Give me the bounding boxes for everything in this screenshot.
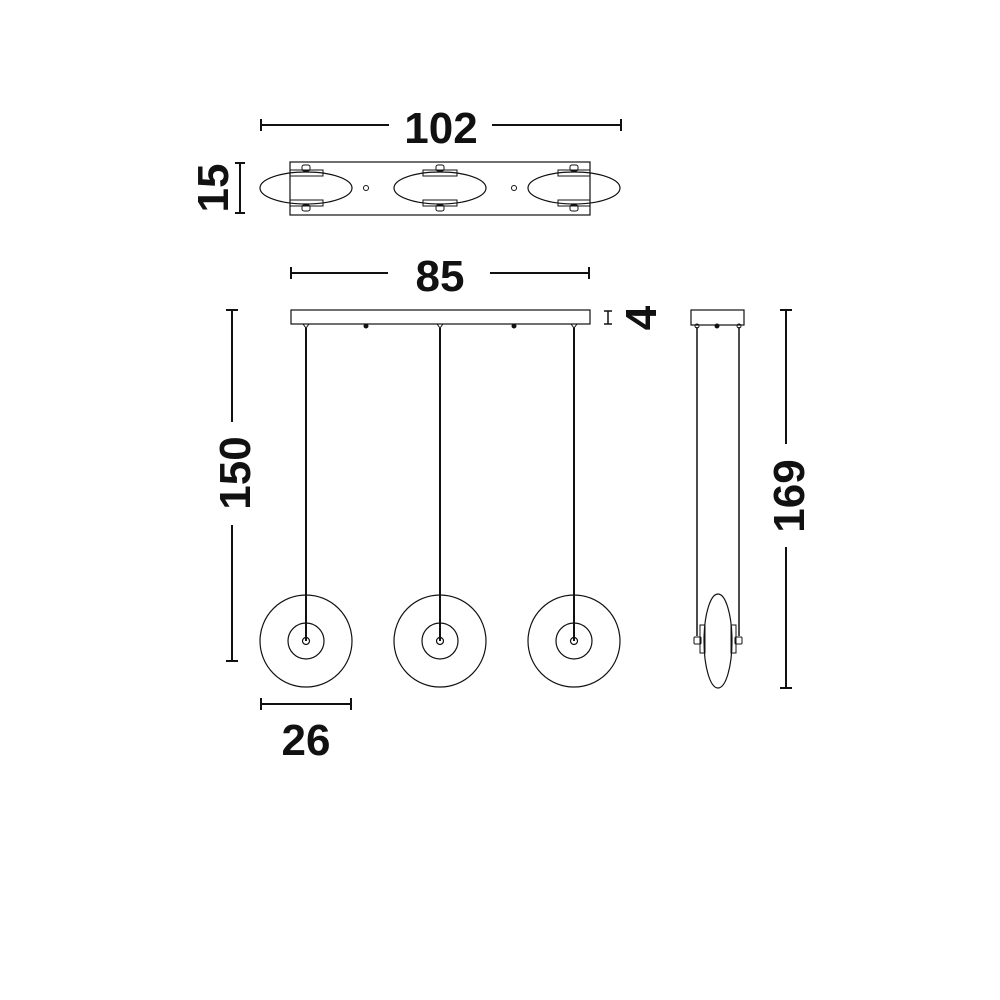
front-view: 85 4 150 [211, 252, 666, 765]
side-view: 169 [690, 309, 814, 689]
dimension-shade-diameter: 26 [260, 698, 352, 765]
shade-top-3 [527, 164, 621, 212]
pendant-3 [527, 323, 621, 688]
pendant-2 [393, 323, 487, 688]
label-total-height: 169 [765, 459, 814, 532]
dimension-canopy-height: 4 [604, 305, 666, 330]
label-canopy-width: 85 [416, 252, 465, 301]
top-view: 102 15 [189, 104, 622, 216]
label-drop-height: 150 [211, 436, 260, 509]
dimension-depth: 15 [189, 162, 245, 214]
canopy-front [290, 309, 591, 325]
dimension-drop-height: 150 [211, 309, 260, 662]
shade-side [693, 593, 743, 689]
shade-top-1 [259, 164, 353, 212]
shade-top-2 [393, 164, 487, 212]
label-canopy-height: 4 [617, 305, 666, 330]
label-depth: 15 [189, 164, 238, 213]
canopy-side [690, 309, 745, 326]
pendant-1 [259, 323, 353, 688]
label-overall-width: 102 [404, 104, 477, 153]
label-shade-diameter: 26 [282, 716, 331, 765]
canopy-top [289, 161, 591, 216]
dimension-canopy-width: 85 [290, 252, 590, 301]
dimension-overall-width: 102 [260, 104, 622, 153]
dimension-total-height: 169 [765, 309, 814, 689]
